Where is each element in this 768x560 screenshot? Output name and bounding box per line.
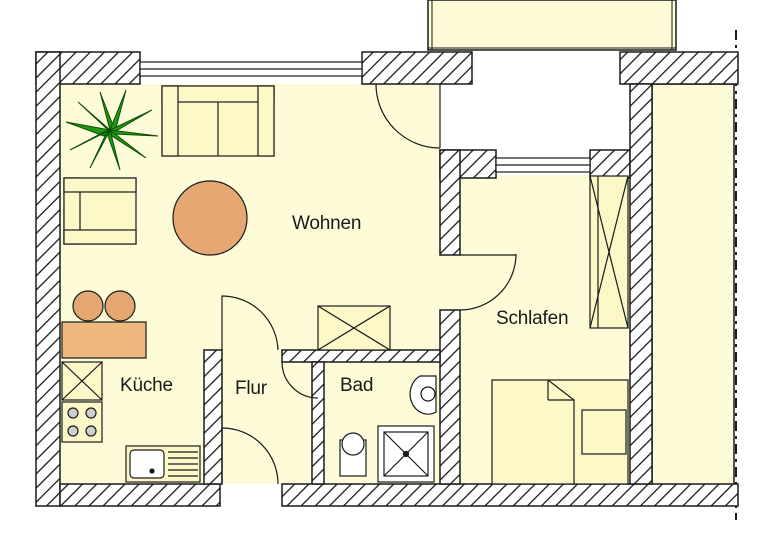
room-label-living: Wohnen: [292, 213, 362, 234]
walls: [35, 51, 739, 507]
washbasin-icon: [409, 375, 437, 415]
cabinet: [61, 361, 103, 401]
shower-icon: [377, 425, 435, 483]
kitchen-counter: [61, 290, 147, 359]
stove-icon: [61, 401, 103, 443]
doors: [221, 83, 517, 485]
room-label-hall: Flur: [235, 378, 267, 399]
plant-icon: [65, 89, 159, 171]
armchair-icon: [63, 177, 137, 245]
toilet-icon: [339, 432, 367, 477]
wardrobe-icon: [589, 175, 629, 329]
storage-box: [317, 305, 391, 351]
room-label-kitchen: Küche: [120, 375, 173, 396]
table-icon: [172, 180, 248, 256]
neighbour-strip: [651, 30, 737, 520]
windows: [139, 61, 591, 173]
bed-icon: [491, 379, 629, 485]
room-label-bedroom: Schlafen: [496, 308, 569, 329]
sink-icon: [125, 445, 201, 483]
balcony: [427, 0, 677, 51]
room-label-bath: Bad: [340, 375, 374, 396]
sofa-icon: [161, 85, 275, 157]
